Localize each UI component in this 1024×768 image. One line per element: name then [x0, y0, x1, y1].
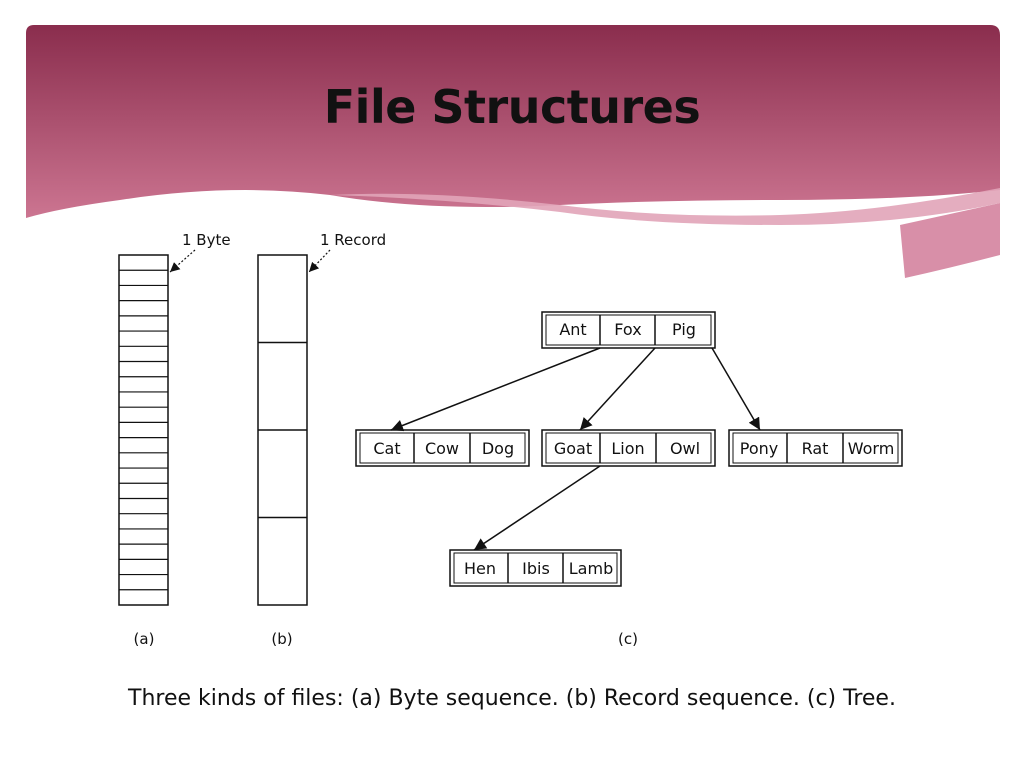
- tree-pointer-arrow: [711, 347, 761, 431]
- tree-key: Rat: [802, 439, 829, 458]
- label-a: (a): [134, 630, 155, 648]
- tree-key: Cow: [425, 439, 459, 458]
- tree-key: Lion: [611, 439, 644, 458]
- slide-caption: Three kinds of files: (a) Byte sequence.…: [128, 686, 896, 711]
- tree-node-right: Pony Rat Worm: [728, 429, 903, 467]
- tree-key: Ibis: [522, 559, 550, 578]
- tree-node-bottom: Hen Ibis Lamb: [449, 549, 622, 587]
- record-pointer-arrow: [308, 249, 331, 273]
- tree-key: Pony: [740, 439, 778, 458]
- tree-key: Fox: [614, 320, 641, 339]
- tree-key: Owl: [670, 439, 700, 458]
- tree-key: Lamb: [569, 559, 613, 578]
- tree-root-node: Ant Fox Pig: [541, 311, 716, 349]
- byte-pointer-arrow: [169, 249, 196, 273]
- tree-key: Dog: [482, 439, 514, 458]
- label-c: (c): [618, 630, 638, 648]
- tree-key: Hen: [464, 559, 496, 578]
- slide-title: File Structures: [323, 80, 701, 134]
- tree-key: Goat: [554, 439, 592, 458]
- title-banner: [26, 25, 1000, 278]
- label-b: (b): [271, 630, 292, 648]
- tree-pointer-arrow: [579, 347, 656, 431]
- tree-key: Ant: [559, 320, 586, 339]
- tree-node-middle: Goat Lion Owl: [541, 429, 716, 467]
- record-label: 1 Record: [320, 231, 386, 249]
- tree-node-left: Cat Cow Dog: [355, 429, 530, 467]
- tree-key: Worm: [848, 439, 895, 458]
- tree-key: Pig: [672, 320, 696, 339]
- record-sequence-column: [257, 254, 308, 606]
- byte-label: 1 Byte: [182, 231, 231, 249]
- byte-sequence-column: [118, 254, 169, 606]
- tree-pointer-arrow: [390, 347, 601, 432]
- tree-key: Cat: [373, 439, 400, 458]
- tree-pointer-arrow: [473, 465, 601, 551]
